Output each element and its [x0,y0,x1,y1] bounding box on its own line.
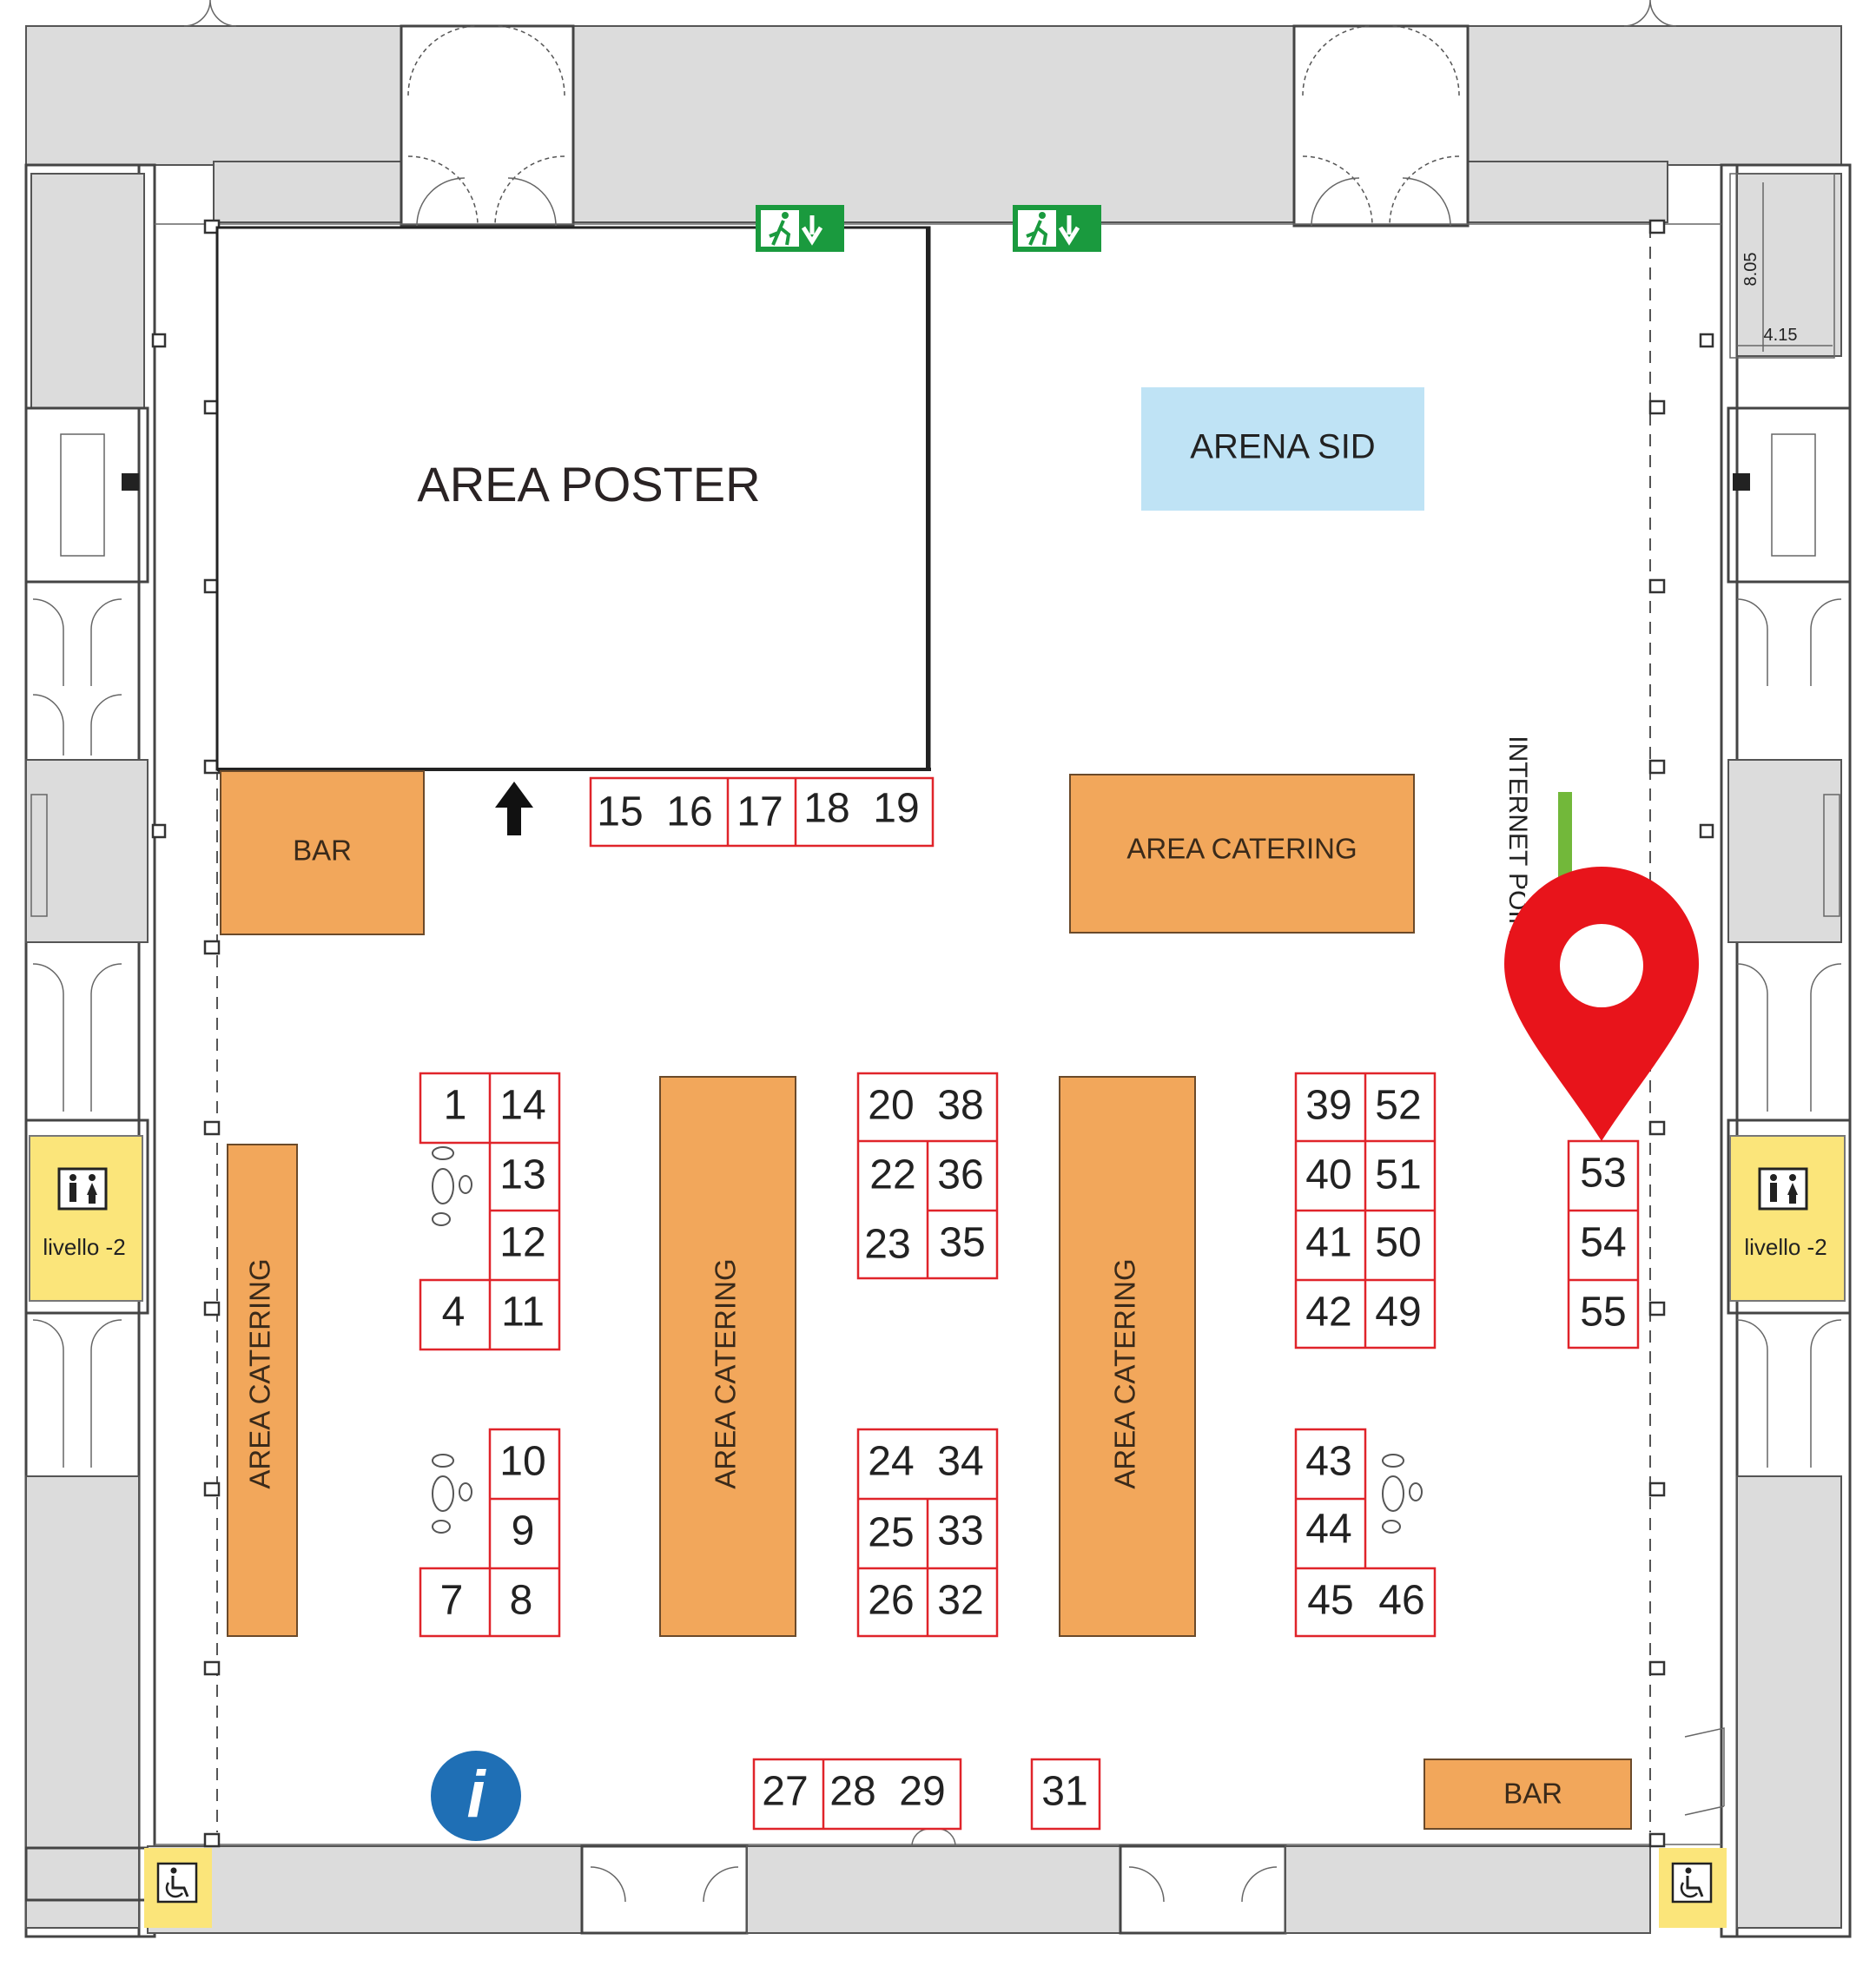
booth-29[interactable]: 29 [899,1769,945,1815]
booth-34[interactable]: 34 [937,1439,983,1485]
emergency-exit-icon [1013,205,1101,252]
booth-51[interactable]: 51 [1375,1152,1421,1198]
booth-40[interactable]: 40 [1305,1152,1351,1198]
catering-top[interactable]: AREA CATERING [1069,774,1415,934]
booth-38[interactable]: 38 [937,1083,983,1129]
catering-top-label: AREA CATERING [1126,833,1357,865]
catering-center-left-label: AREA CATERING [710,1258,742,1488]
catering-center-left[interactable]: AREA CATERING [659,1076,796,1637]
booth-8[interactable]: 8 [510,1578,533,1624]
columns [151,219,1714,1848]
booth-31[interactable]: 31 [1041,1769,1087,1815]
bar-left-label: BAR [293,835,352,867]
arena-sid[interactable]: ARENA SID [1141,387,1424,511]
info-point[interactable]: i [431,1751,521,1841]
footprint-icon [432,1146,472,1226]
bar-bottom-label: BAR [1503,1778,1562,1810]
booth-50[interactable]: 50 [1375,1220,1421,1266]
booth-9[interactable]: 9 [512,1508,535,1554]
footprint-icon [432,1454,472,1534]
booth-23[interactable]: 23 [864,1222,910,1268]
booth-7[interactable]: 7 [440,1578,464,1624]
info-icon [431,1751,521,1841]
area-poster-label: AREA POSTER [417,457,760,511]
booth-12[interactable]: 12 [499,1220,545,1266]
booth-4[interactable]: 4 [442,1290,466,1336]
booth-45[interactable]: 45 [1307,1578,1353,1624]
booth-15[interactable]: 15 [597,789,643,835]
booth-27[interactable]: 27 [762,1769,808,1815]
wheelchair-icon [156,1862,198,1904]
dimension-annotation: 8.05 4.15 [1729,173,1835,359]
catering-center-right[interactable]: AREA CATERING [1059,1076,1196,1637]
booth-26[interactable]: 26 [868,1578,914,1624]
booth-13[interactable]: 13 [499,1152,545,1198]
toilet-icon [57,1167,108,1211]
booths: 15 16 17 18 19 1 14 13 12 4 11 10 9 7 8 … [419,776,1640,1831]
toilet-icon [1758,1167,1808,1211]
toilet-left-label: livello -2 [43,1234,125,1260]
catering-left-label: AREA CATERING [244,1258,276,1488]
building-walls [24,0,1852,1938]
booth-36[interactable]: 36 [937,1152,983,1198]
footprint-icon [1382,1454,1423,1534]
booth-43[interactable]: 43 [1305,1439,1351,1485]
arena-sid-label: ARENA SID [1190,428,1375,466]
booth-24[interactable]: 24 [868,1439,914,1485]
catering-left[interactable]: AREA CATERING [227,1144,298,1637]
bar-left[interactable]: BAR [220,770,425,935]
booth-52[interactable]: 52 [1375,1083,1421,1129]
booth-25[interactable]: 25 [868,1510,914,1556]
booth-10[interactable]: 10 [499,1439,545,1485]
area-poster[interactable]: AREA POSTER [215,226,931,771]
booth-14[interactable]: 14 [499,1083,545,1129]
booth-41[interactable]: 41 [1305,1220,1351,1266]
booth-32[interactable]: 32 [937,1578,983,1624]
dimension-height-label: 8.05 [1741,253,1760,287]
toilet-right-label: livello -2 [1744,1234,1826,1260]
emergency-exit-icon [756,205,844,252]
booth-22[interactable]: 22 [869,1152,915,1198]
booth-42[interactable]: 42 [1305,1290,1351,1336]
booth-55[interactable]: 55 [1580,1290,1626,1336]
booth-11[interactable]: 11 [501,1290,545,1336]
wheelchair-access-right [1659,1848,1727,1928]
info-symbol: i [466,1758,486,1831]
booth-28[interactable]: 28 [829,1769,875,1815]
booth-46[interactable]: 46 [1378,1578,1424,1624]
dimension-width-label: 4.15 [1764,326,1798,345]
catering-center-right-label: AREA CATERING [1109,1258,1141,1488]
bar-bottom[interactable]: BAR [1424,1759,1632,1830]
booth-17[interactable]: 17 [737,789,783,835]
location-pin-icon [1504,867,1699,1141]
booth-20[interactable]: 20 [868,1083,914,1129]
booth-54[interactable]: 54 [1580,1220,1626,1266]
wheelchair-icon [1671,1862,1713,1904]
booth-49[interactable]: 49 [1375,1290,1421,1336]
arrow-up-icon [495,782,533,835]
booth-39[interactable]: 39 [1305,1083,1351,1129]
booth-44[interactable]: 44 [1305,1507,1351,1553]
toilet-left[interactable]: livello -2 [29,1135,143,1302]
toilet-right[interactable]: livello -2 [1729,1135,1846,1302]
booth-35[interactable]: 35 [939,1220,985,1266]
booth-16[interactable]: 16 [666,789,712,835]
wheelchair-access-left [144,1848,212,1928]
booth-18[interactable]: 18 [803,786,849,832]
booth-1[interactable]: 1 [444,1083,467,1129]
booth-19[interactable]: 19 [873,786,919,832]
booth-33[interactable]: 33 [937,1508,983,1554]
booth-53[interactable]: 53 [1580,1151,1626,1197]
